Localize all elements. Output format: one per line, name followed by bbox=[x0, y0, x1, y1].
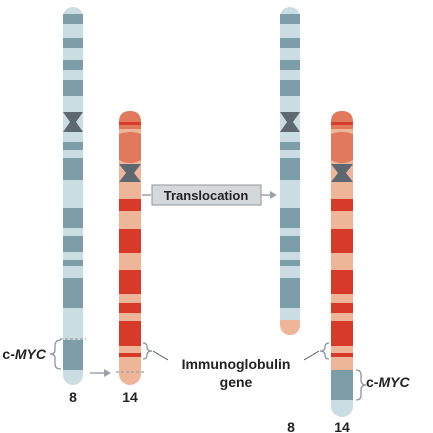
immunoglobulin-label-line2: gene bbox=[220, 374, 253, 390]
translocation-arrow bbox=[142, 184, 277, 206]
immunoglobulin-brace-left bbox=[142, 342, 169, 361]
chromosome-14-original bbox=[116, 111, 144, 385]
right-chr14-number: 14 bbox=[334, 419, 350, 433]
left-cmyc-brace bbox=[49, 339, 62, 370]
left-chr14-number: 14 bbox=[122, 389, 138, 405]
swap-arrow bbox=[90, 369, 111, 377]
translocation-label: Translocation bbox=[164, 188, 249, 203]
immunoglobulin-label-line1: Immunoglobulin bbox=[182, 356, 291, 372]
left-chr8-number: 8 bbox=[69, 389, 77, 405]
chromosome-14-derivative bbox=[331, 111, 353, 417]
chromosome-8-derivative bbox=[280, 7, 300, 335]
left-cmyc-label: c-MYC bbox=[2, 346, 46, 362]
right-chr8-number: 8 bbox=[287, 419, 295, 433]
right-cmyc-label: c-MYC bbox=[366, 374, 410, 390]
right-cmyc-brace bbox=[355, 369, 367, 401]
immunoglobulin-brace-right bbox=[303, 342, 330, 361]
chromosome-8-original bbox=[60, 7, 86, 385]
